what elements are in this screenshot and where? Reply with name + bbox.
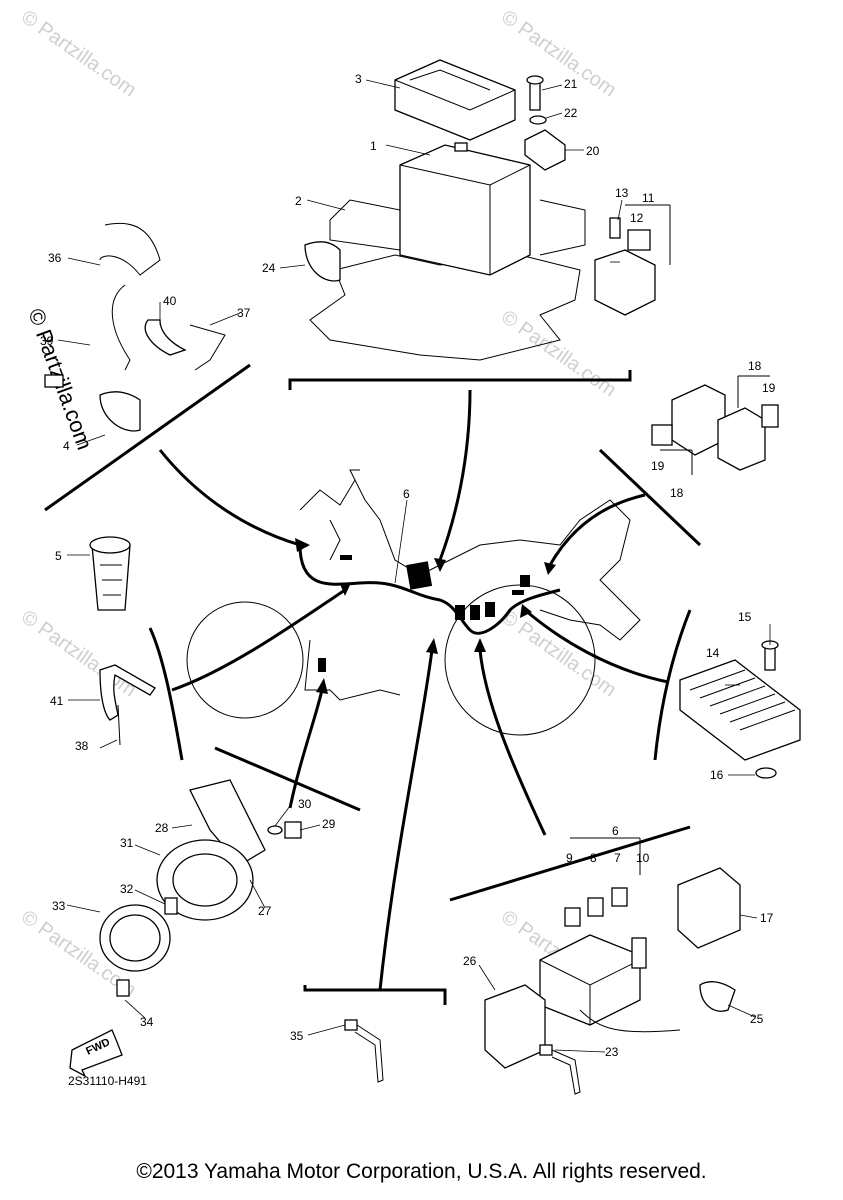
component-marks <box>318 555 530 672</box>
callout-35: 35 <box>290 1029 304 1043</box>
callout-12: 12 <box>630 211 644 225</box>
callout-41: 41 <box>50 694 64 708</box>
callout-24: 24 <box>262 261 276 275</box>
cap-hose-section <box>89 536 156 746</box>
callout-38: 38 <box>75 739 89 753</box>
watermark-text: © Partzilla.com <box>497 306 620 401</box>
callout-15: 15 <box>738 610 752 624</box>
callout-20: 20 <box>586 144 600 158</box>
callout-16: 16 <box>710 768 724 782</box>
callout-18: 18 <box>748 359 762 373</box>
callout-19: 19 <box>762 381 776 395</box>
fusebox-section <box>484 837 741 1095</box>
callout-40: 40 <box>163 294 177 308</box>
callout-14: 14 <box>706 646 720 660</box>
callout-21: 21 <box>564 77 578 91</box>
callout-33: 33 <box>52 899 66 913</box>
copyright-notice: ©2013 Yamaha Motor Corporation, U.S.A. A… <box>136 1160 707 1183</box>
callout-5: 5 <box>55 549 62 563</box>
battery-section <box>304 59 671 361</box>
callout-18-b: 18 <box>670 486 684 500</box>
relay-section <box>651 375 779 475</box>
callout-25: 25 <box>750 1012 764 1026</box>
callout-28: 28 <box>155 821 169 835</box>
leader-lines <box>158 389 669 991</box>
motorcycle-silhouette <box>186 469 641 736</box>
headlight-section <box>69 779 302 1078</box>
callout-4: 4 <box>63 439 70 453</box>
section-boundaries <box>44 363 702 1005</box>
wire-harness <box>298 544 561 635</box>
callout-27: 27 <box>258 904 272 918</box>
callout-10: 10 <box>636 851 650 865</box>
diagram-code: 2S31110-H491 <box>68 1074 147 1088</box>
watermark-text: © Partzilla.com <box>17 6 140 101</box>
clamp-section <box>44 222 226 432</box>
callout-39: 39 <box>40 334 54 348</box>
callout-31: 31 <box>120 836 134 850</box>
callout-37: 37 <box>237 306 251 320</box>
watermark-text: © Partzilla.com <box>497 6 620 101</box>
callout-32: 32 <box>120 882 134 896</box>
callout-2: 2 <box>295 194 302 208</box>
callout-23: 23 <box>605 1045 619 1059</box>
callout-22: 22 <box>564 106 578 120</box>
callout-1: 1 <box>370 139 377 153</box>
callout-36: 36 <box>48 251 62 265</box>
callout-13: 13 <box>615 186 629 200</box>
callout-3: 3 <box>355 72 362 86</box>
watermark-text: © Partzilla.com <box>17 606 140 701</box>
callout-17: 17 <box>760 911 774 925</box>
rectifier-section <box>679 640 801 779</box>
callout-leaders <box>57 79 771 1053</box>
callout-19-b: 19 <box>651 459 665 473</box>
callout-29: 29 <box>322 817 336 831</box>
callout-7: 7 <box>614 851 621 865</box>
callout-26: 26 <box>463 954 477 968</box>
watermark-text: © Partzilla.com <box>497 606 620 701</box>
callout-11: 11 <box>642 191 655 205</box>
callout-8: 8 <box>590 851 597 865</box>
callout-30: 30 <box>298 797 312 811</box>
callout-6-group: 6 <box>612 824 619 838</box>
callout-9: 9 <box>566 851 573 865</box>
callout-6: 6 <box>403 487 410 501</box>
callout-numbers: 1 2 3 4 5 6 6 7 8 9 10 11 12 13 14 15 16… <box>40 72 776 1059</box>
callout-34: 34 <box>140 1015 154 1029</box>
strap-section <box>344 1019 384 1083</box>
